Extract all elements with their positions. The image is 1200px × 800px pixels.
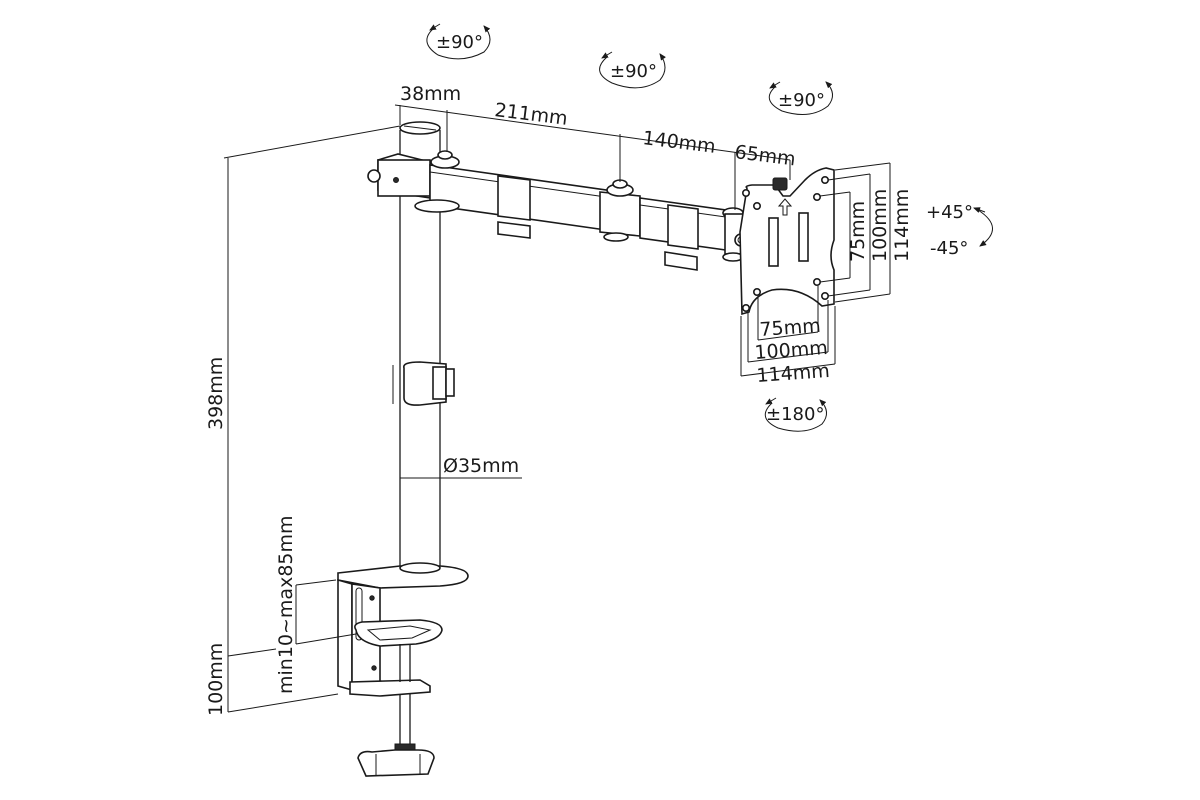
dim-vesa-v-100: 100mm [869,189,891,262]
clamp-knob [357,749,435,777]
rot-screen-rotation: ±180° [766,404,824,425]
dim-vesa-h-100: 100mm [754,337,829,364]
dim-arm-second: 140mm [641,127,716,158]
dim-plate-h-114: 114mm [756,360,831,387]
rot-tilt-down: -45° [930,238,968,259]
tilt-knob [772,177,788,191]
dim-plate-v-114: 114mm [891,189,913,262]
dim-vesa-h-75: 75mm [759,315,822,341]
dim-clamp-range: min10~max85mm [275,515,297,694]
dim-pole-offset: 38mm [400,83,461,105]
arm [367,150,748,271]
dim-vesa-v-75: 75mm [847,201,869,262]
vesa-plate [739,167,835,316]
rotation-arrows [426,23,993,432]
rot-tilt-up: +45° [926,202,973,223]
rot-elbow-swivel: ±90° [610,61,657,82]
pivot-bolt [367,169,381,183]
dim-total-height: 398mm [205,357,227,430]
desk-clamp [337,562,469,777]
dim-arm-first: 211mm [493,99,568,130]
rot-head-swivel: ±90° [778,90,825,111]
dimension-lines [223,104,891,713]
dim-clamp-height: 100mm [205,643,227,716]
dim-pole-diameter: Ø35mm [443,455,519,477]
rot-pole-swivel: ±90° [436,32,483,53]
dim-head-offset: 65mm [733,141,796,170]
